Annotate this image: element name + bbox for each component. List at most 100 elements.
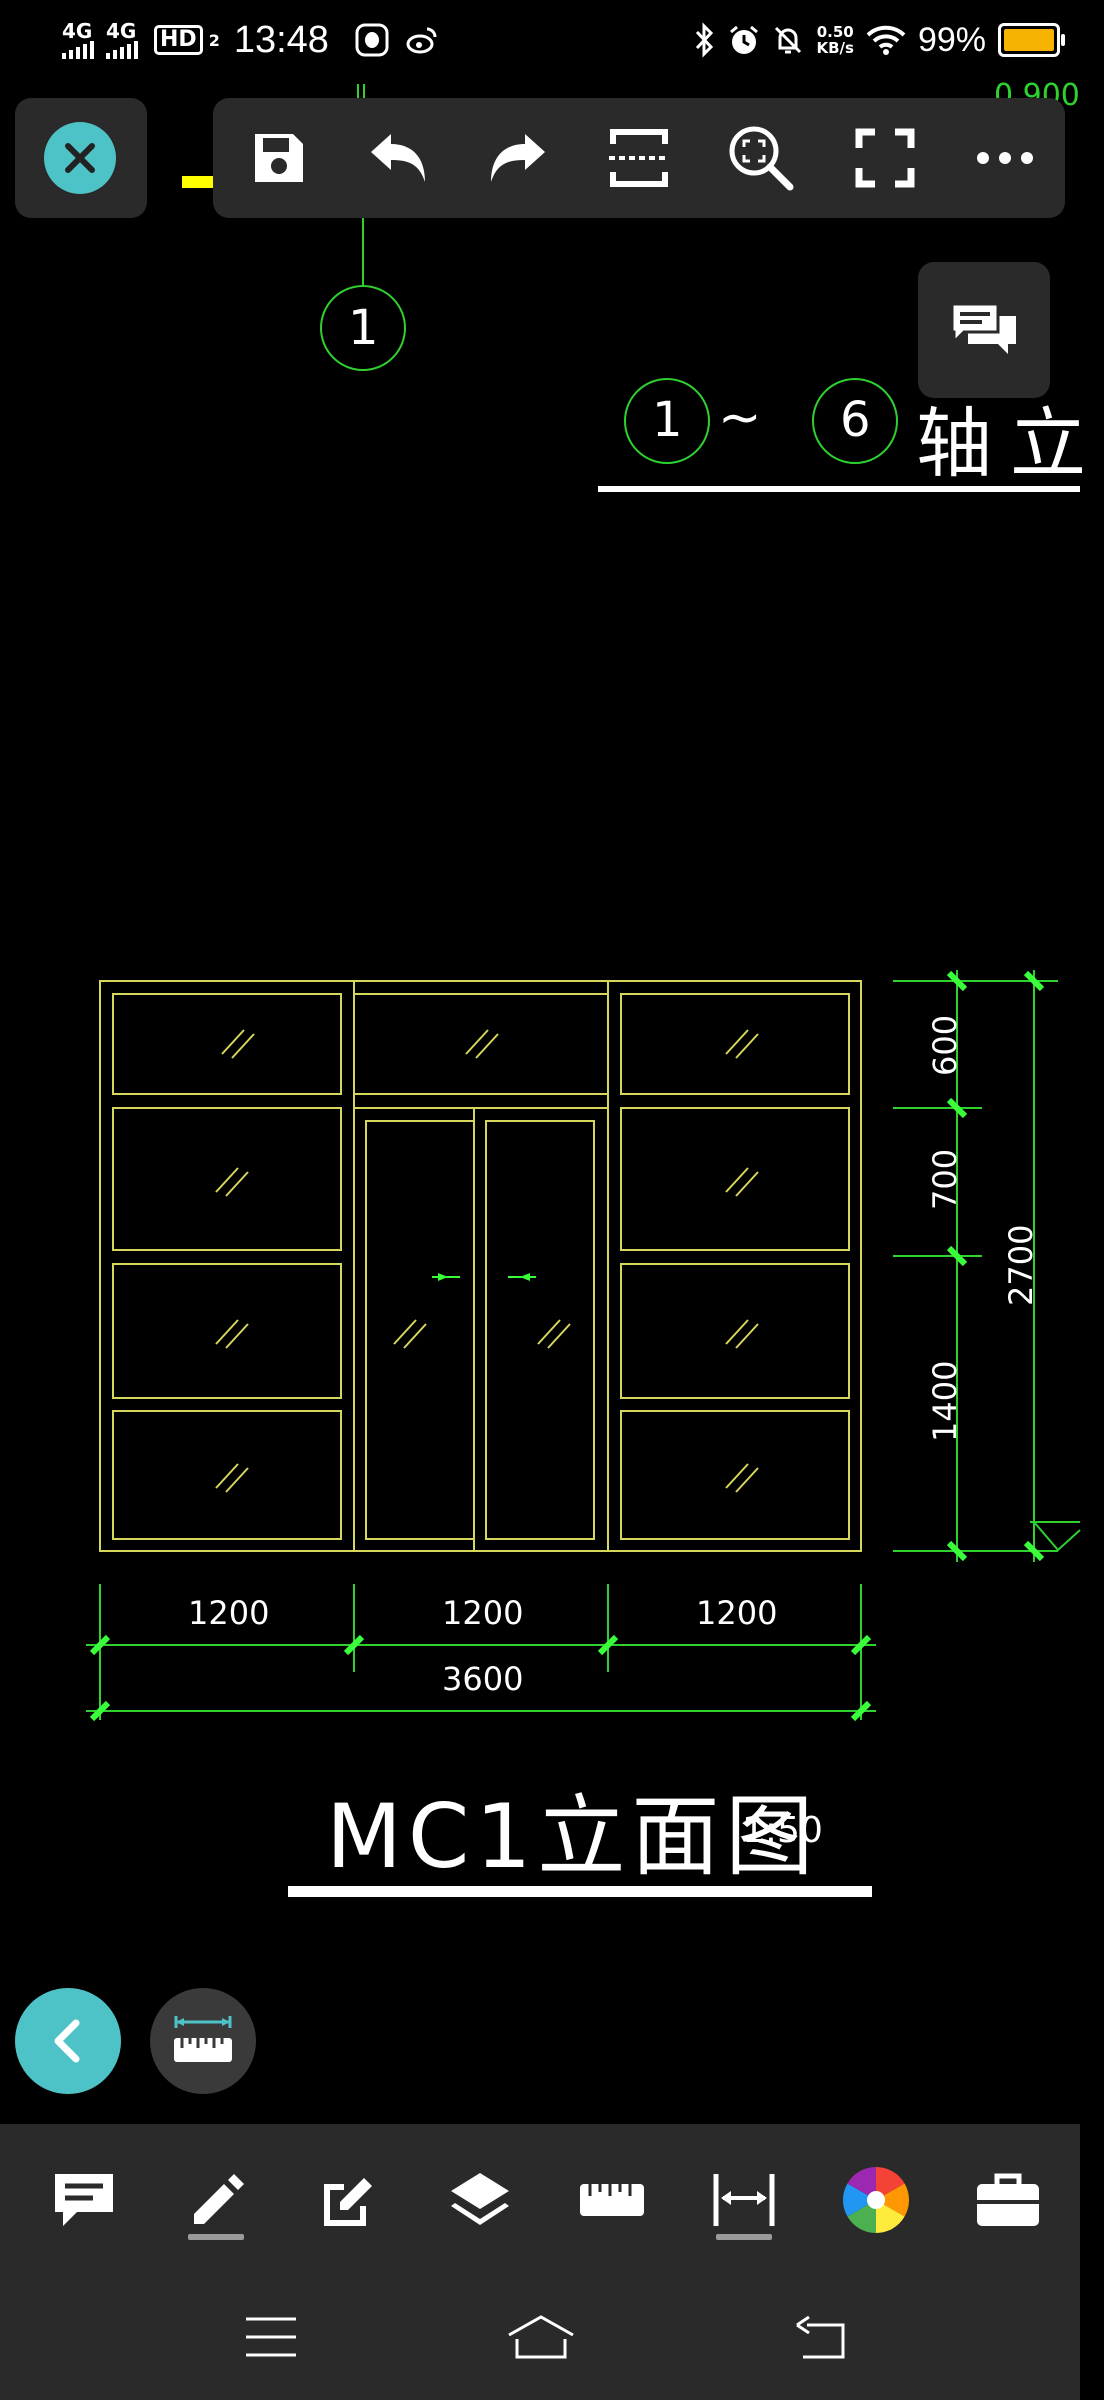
dim-h-2: 1200 <box>442 1594 524 1632</box>
dim-h-1: 1200 <box>188 1594 270 1632</box>
elevation-frame <box>99 980 862 1552</box>
status-bar: 4G 4G HD 2 13:48 <box>0 0 1080 80</box>
signal-2: 4G <box>106 21 138 59</box>
top-toolbar <box>213 98 1065 218</box>
axis-bubble-range-start <box>624 378 710 464</box>
cad-drawing <box>86 84 1081 1897</box>
dim-v-total: 2700 <box>1002 1224 1040 1306</box>
layers-icon <box>451 2173 509 2225</box>
redo-button[interactable] <box>481 122 553 194</box>
zoom-extents-icon <box>729 126 794 191</box>
section-icon <box>609 129 669 187</box>
bottom-toolbar <box>0 2124 1080 2274</box>
section-button[interactable] <box>603 122 675 194</box>
edit-icon <box>324 2178 372 2226</box>
measure-fab[interactable] <box>150 1988 256 2094</box>
drawing-scale: 1:50 <box>742 1810 823 1851</box>
back-button[interactable] <box>786 2302 856 2372</box>
more-icon <box>977 152 1033 164</box>
comment-button[interactable] <box>46 2162 122 2238</box>
save-button[interactable] <box>243 122 315 194</box>
dim-v-2: 700 <box>926 1148 964 1210</box>
qq-icon <box>355 23 389 57</box>
home-button[interactable] <box>506 2302 576 2372</box>
axis-bubble-1 <box>320 285 406 371</box>
dimension-icon <box>713 2174 775 2226</box>
vertical-dim-ticks <box>946 970 1045 1562</box>
dim-v-1: 600 <box>926 1014 964 1076</box>
battery-fill <box>1004 29 1054 51</box>
dimension-active-indicator <box>716 2234 772 2240</box>
back-icon <box>796 2315 845 2359</box>
horizontal-dimensions <box>86 1584 876 1720</box>
net-speed-value: 0.50 <box>816 23 854 41</box>
wifi-icon <box>866 25 906 55</box>
zoom-extents-button[interactable] <box>725 122 797 194</box>
ruler-button[interactable] <box>574 2162 650 2238</box>
dim-v-3: 1400 <box>926 1360 964 1442</box>
toolbox-button[interactable] <box>970 2162 1046 2238</box>
pen-active-indicator <box>188 2234 244 2240</box>
redo-icon <box>491 134 545 182</box>
menu-button[interactable] <box>236 2302 306 2372</box>
weibo-icon <box>406 27 437 54</box>
chat-button[interactable] <box>918 262 1050 398</box>
chevron-left-icon <box>54 2019 80 2063</box>
drawing-title: MC1立面图 <box>326 1785 820 1888</box>
comment-icon <box>55 2174 113 2226</box>
signal-1: 4G <box>62 21 94 59</box>
battery-percent: 99% <box>917 20 986 59</box>
battery-icon <box>998 23 1065 57</box>
pen-icon <box>194 2174 244 2224</box>
chat-icon <box>950 302 1016 354</box>
close-panel <box>15 98 147 218</box>
edit-button[interactable] <box>310 2162 386 2238</box>
net-speed: 0.50 KB/s <box>816 24 853 56</box>
dimension-button[interactable] <box>706 2162 782 2240</box>
close-icon <box>65 143 95 173</box>
save-icon <box>255 134 303 182</box>
net-speed-unit: KB/s <box>816 39 854 57</box>
hd-sub: 2 <box>208 30 220 50</box>
undo-button[interactable] <box>363 122 435 194</box>
glass-hatches <box>215 1029 759 1493</box>
bluetooth-icon <box>696 22 714 58</box>
menu-icon <box>246 2317 296 2357</box>
undo-icon <box>371 134 425 182</box>
title-underline <box>288 1886 872 1897</box>
measure-ruler-icon <box>174 2016 232 2062</box>
axis-bubble-range-end <box>812 378 898 464</box>
dim-h-total: 3600 <box>442 1660 524 1698</box>
toolbox-icon <box>977 2173 1039 2226</box>
axis-label-1: 1 <box>348 300 379 356</box>
dim-h-3: 1200 <box>696 1594 778 1632</box>
axis-title: 轴立 <box>916 399 1104 488</box>
level-marker <box>182 176 214 188</box>
elevation-marker <box>1030 1521 1081 1552</box>
network-type-1: 4G <box>62 19 93 43</box>
axis-range-end: 6 <box>840 392 871 448</box>
more-button[interactable] <box>969 122 1041 194</box>
network-type-2: 4G <box>106 19 137 43</box>
axis-range-start: 1 <box>652 392 683 448</box>
mute-icon <box>775 26 802 54</box>
close-button[interactable] <box>44 122 116 194</box>
back-fab[interactable] <box>15 1988 121 2094</box>
alarm-icon <box>730 25 759 54</box>
hd-badge: HD <box>154 25 203 55</box>
system-nav-bar <box>0 2274 1080 2400</box>
clock: 13:48 <box>233 18 329 61</box>
fullscreen-icon <box>855 128 915 188</box>
pen-button[interactable] <box>178 2162 254 2240</box>
fullscreen-button[interactable] <box>849 122 921 194</box>
layers-button[interactable] <box>442 2162 518 2238</box>
axis-range-sep: ~ <box>718 388 762 448</box>
color-wheel-icon <box>842 2167 910 2233</box>
home-icon <box>508 2315 574 2359</box>
section-title-underline <box>598 486 1080 492</box>
horizontal-dim-ticks <box>89 1634 872 1722</box>
door-handles <box>432 1273 536 1281</box>
ruler-icon <box>580 2184 644 2216</box>
color-button[interactable] <box>838 2162 914 2238</box>
